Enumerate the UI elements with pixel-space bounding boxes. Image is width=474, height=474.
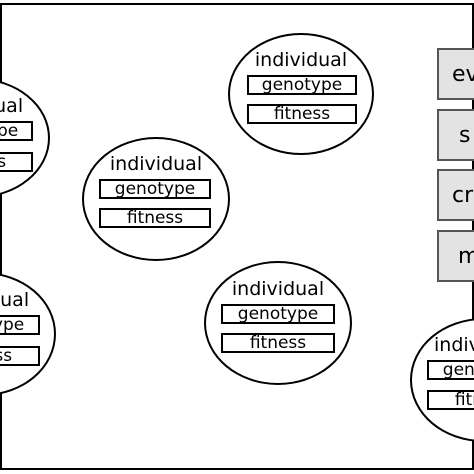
- fitness-box: fitness: [99, 208, 211, 228]
- individual-node: individual genotype fitness: [204, 261, 352, 385]
- genotype-box: genotype: [0, 315, 40, 335]
- genotype-box: genotype: [99, 179, 211, 199]
- individual-title: individual: [0, 289, 30, 311]
- fitness-box: fitness: [427, 390, 474, 410]
- operator-box-mutate: m: [437, 230, 474, 282]
- individual-node: individual genotype fitness: [82, 137, 230, 261]
- genotype-box: genotype: [427, 360, 474, 380]
- fitness-box: fitness: [247, 104, 357, 124]
- individual-title: individual: [231, 278, 325, 300]
- operator-box-select: s: [437, 109, 474, 161]
- genotype-box: genotype: [0, 121, 33, 141]
- individual-title: individual: [0, 95, 24, 117]
- operator-box-evaluate: ev: [437, 48, 474, 100]
- individual-title: individual: [254, 49, 348, 71]
- individual-title: individual: [109, 153, 203, 175]
- operator-box-crossover: cr: [437, 169, 474, 221]
- fitness-box: fitness: [0, 346, 40, 366]
- individual-title: individual: [434, 334, 474, 356]
- fitness-box: fitness: [0, 152, 33, 172]
- genotype-box: genotype: [221, 304, 335, 324]
- fitness-box: fitness: [221, 333, 335, 353]
- individual-node: individual genotype fitness: [228, 33, 374, 155]
- genotype-box: genotype: [247, 75, 357, 95]
